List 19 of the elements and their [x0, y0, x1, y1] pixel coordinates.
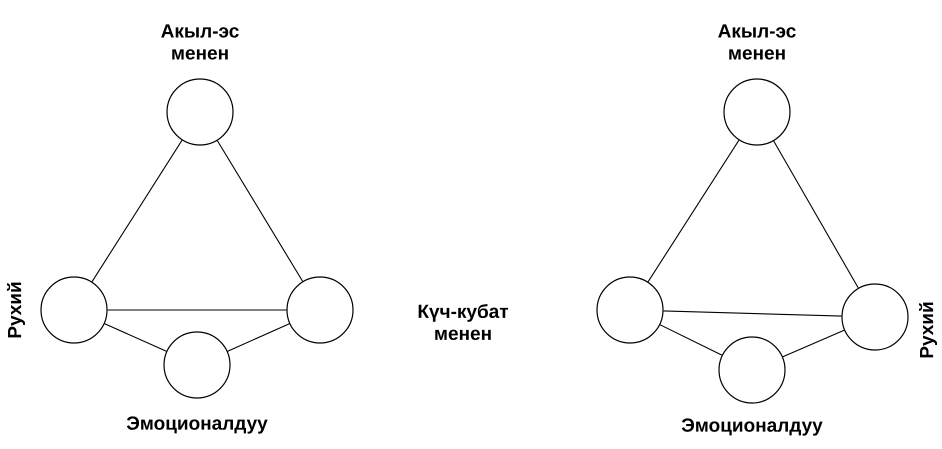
- node-label: Эмоционалдуу: [126, 416, 268, 434]
- line: [216, 140, 304, 282]
- node-label: Рухий: [918, 302, 938, 358]
- line: [227, 323, 290, 352]
- line: [773, 140, 859, 288]
- line: [648, 140, 740, 282]
- line: [782, 330, 844, 358]
- line: [660, 324, 722, 356]
- node-label: Эмоционалдуу: [682, 418, 823, 436]
- circle: [286, 276, 354, 344]
- line: [664, 310, 842, 317]
- line: [104, 323, 167, 352]
- node-label: Акыл-эс менен: [718, 24, 796, 60]
- circle: [596, 276, 664, 344]
- line: [92, 140, 182, 282]
- line: [108, 309, 286, 311]
- label: Күч-кубат менен: [418, 304, 508, 340]
- node-label: Акыл-эс менен: [161, 24, 239, 60]
- node-label: Рухий: [6, 282, 26, 338]
